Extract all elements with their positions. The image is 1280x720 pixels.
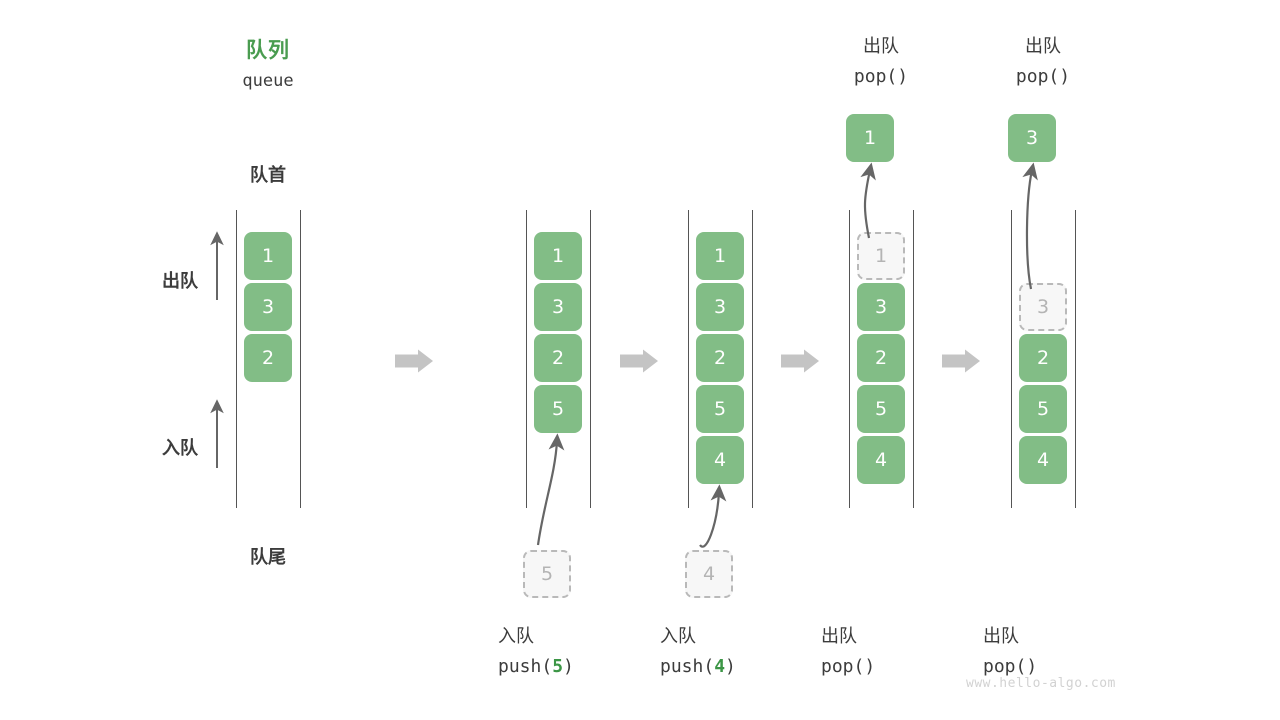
operation-label-code: pop() [821,656,876,677]
queue-rail [688,210,689,508]
queue-cell: 5 [1019,385,1067,433]
queue-rail [913,210,914,508]
transition-arrow [620,349,658,373]
operation-label-cn: 入队 [660,626,696,647]
pending-element: 5 [523,550,571,598]
operation-label-cn: 入队 [498,626,534,647]
queue-rail [590,210,591,508]
operation-label-cn: 出队 [863,36,899,57]
pending-element: 4 [685,550,733,598]
queue-cell: 2 [534,334,582,382]
queue-rail [752,210,753,508]
queue-cell: 1 [244,232,292,280]
queue-tail-label: 队尾 [250,547,286,568]
queue-rail [1075,210,1076,508]
queue-rail [1011,210,1012,508]
operation-label-code: pop() [983,656,1038,677]
transition-arrow [781,349,819,373]
queue-rail [526,210,527,508]
queue-cell: 3 [857,283,905,331]
queue-cell: 4 [1019,436,1067,484]
queue-cell: 2 [244,334,292,382]
queue-cell: 2 [1019,334,1067,382]
operation-label-code: push(4) [660,656,736,677]
queue-cell: 4 [696,436,744,484]
queue-rail [300,210,301,508]
popped-element: 3 [1008,114,1056,162]
operation-label-cn: 出队 [983,626,1019,647]
queue-rail [236,210,237,508]
queue-cell: 5 [857,385,905,433]
queue-cell-empty: 1 [857,232,905,280]
transition-arrow [942,349,980,373]
queue-cell: 3 [696,283,744,331]
queue-head-label: 队首 [250,165,286,186]
popped-element: 1 [846,114,894,162]
queue-cell: 5 [696,385,744,433]
operation-label-cn: 出队 [1025,36,1061,57]
enqueue-direction-label: 入队 [162,438,198,459]
queue-cell: 1 [696,232,744,280]
diagram-title-cn: 队列 [246,38,290,62]
queue-cell: 2 [696,334,744,382]
transition-arrow [395,349,433,373]
dequeue-direction-label: 出队 [162,271,198,292]
queue-cell: 3 [534,283,582,331]
queue-cell: 1 [534,232,582,280]
operation-label-code: push(5) [498,656,574,677]
queue-cell: 5 [534,385,582,433]
queue-rail [849,210,850,508]
queue-cell: 2 [857,334,905,382]
queue-cell: 4 [857,436,905,484]
queue-cell-empty: 3 [1019,283,1067,331]
operation-label-cn: 出队 [821,626,857,647]
watermark: www.hello-algo.com [966,676,1116,691]
diagram-title-en: queue [242,71,294,91]
operation-label-code: pop() [853,66,909,87]
operation-label-code: pop() [1015,66,1071,87]
queue-cell: 3 [244,283,292,331]
